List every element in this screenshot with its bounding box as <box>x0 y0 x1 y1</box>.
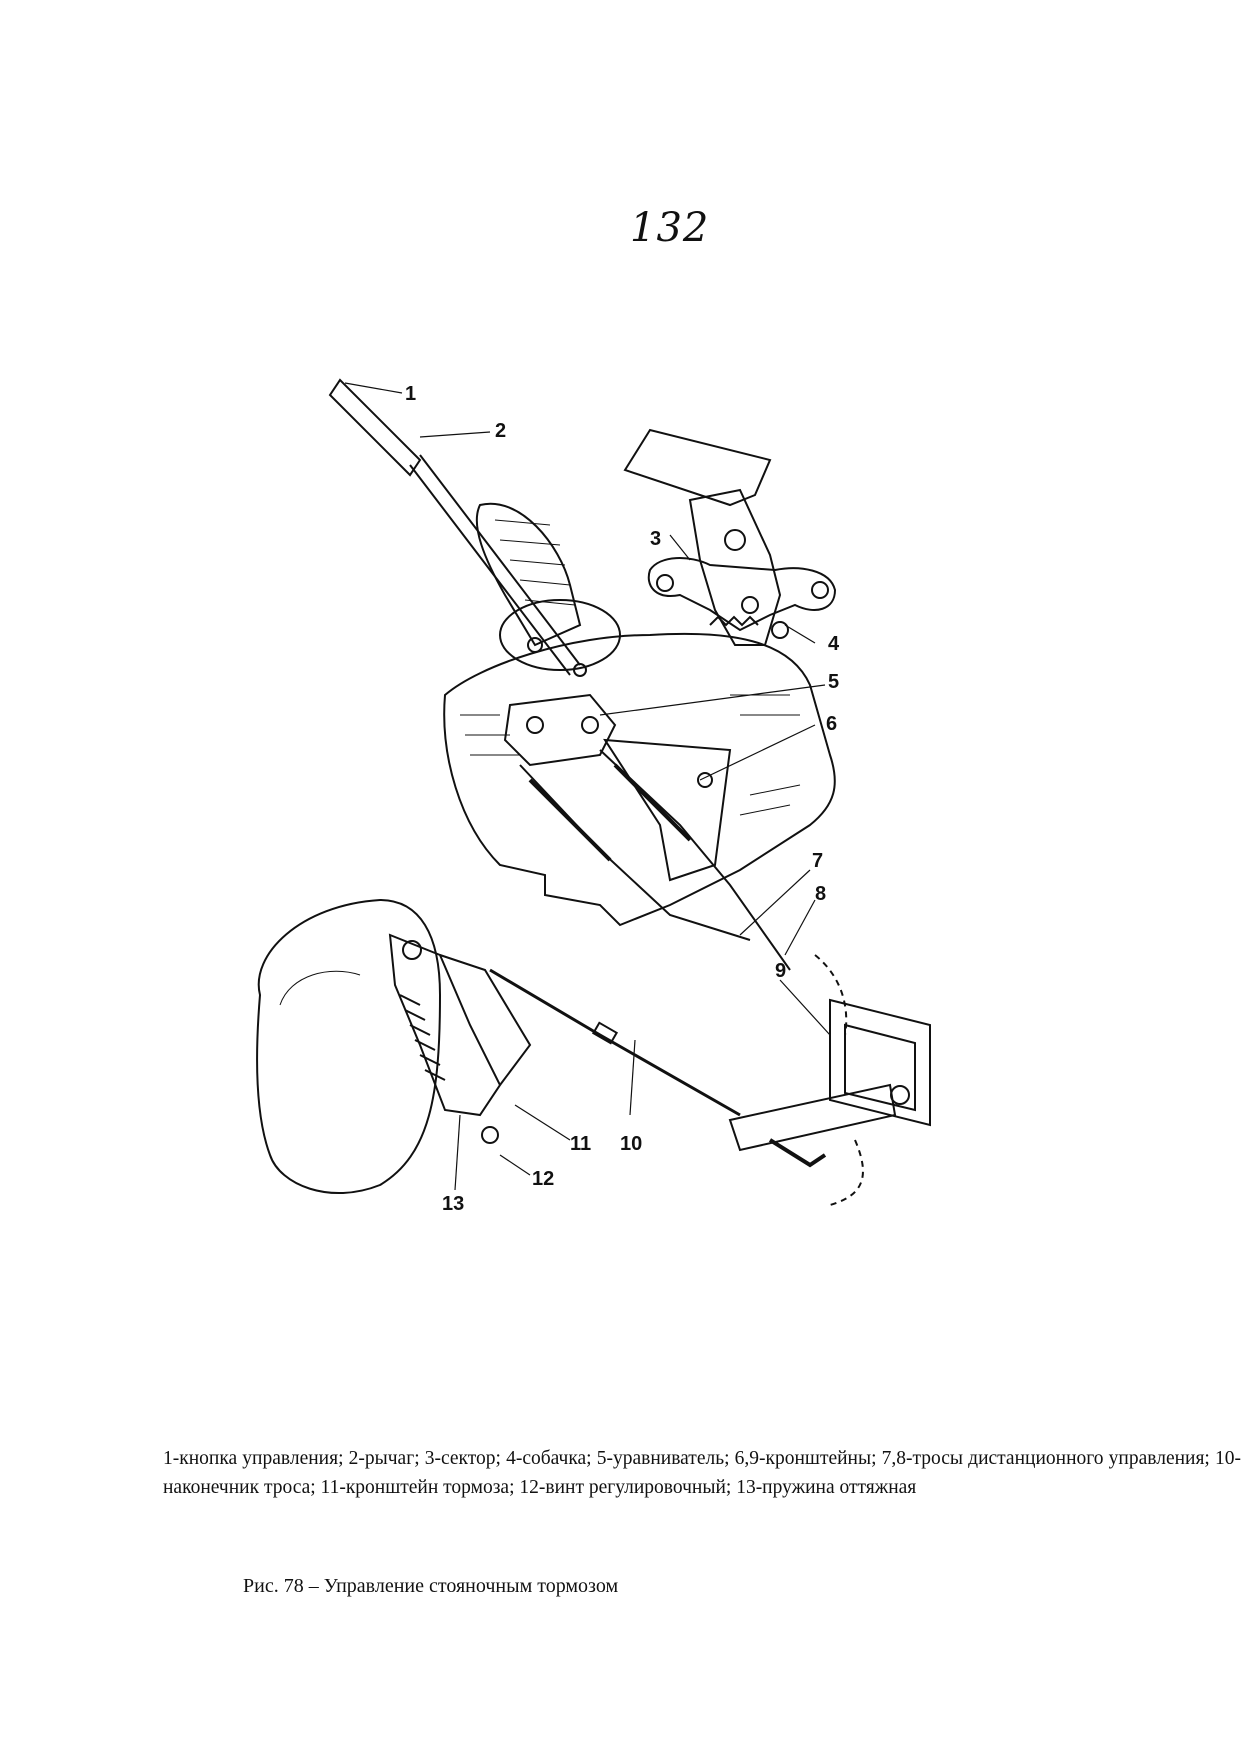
base-bolt-right <box>573 663 587 677</box>
page-number: 132 <box>630 205 710 251</box>
cable-7 <box>519 764 751 941</box>
bracket-9-inner <box>844 1023 916 1112</box>
equalizer-pin-right <box>581 716 599 734</box>
callout-labels: 1 2 3 4 5 6 7 8 9 10 11 12 13 <box>405 383 840 1215</box>
cable-8 <box>599 749 791 971</box>
pawl-pivot <box>741 596 759 614</box>
bracket-6-hole <box>697 772 713 788</box>
bracket-9-plate <box>829 998 931 1127</box>
leader-7 <box>739 869 811 936</box>
mount-plate <box>647 557 837 632</box>
base-bolt-left <box>527 637 543 653</box>
lever-grip <box>328 378 422 477</box>
callout-2: 2 <box>495 420 506 442</box>
pawl-hole <box>771 621 789 639</box>
bracket-pivot <box>402 940 422 960</box>
return-spring-13 <box>399 994 446 1081</box>
upper-bracket <box>623 428 772 507</box>
figure-legend: 1-кнопка управления; 2-рычаг; 3-сектор; … <box>163 1448 1241 1498</box>
callout-4: 4 <box>828 633 840 655</box>
drawing-lines <box>256 378 931 1206</box>
leader-5 <box>599 684 826 716</box>
leader-1 <box>344 382 403 394</box>
callout-1: 1 <box>405 383 416 405</box>
leader-13 <box>454 1114 461 1191</box>
callout-3: 3 <box>650 528 661 550</box>
floor-hatching <box>460 694 801 816</box>
equalizer <box>503 693 617 767</box>
leader-6 <box>699 724 816 781</box>
callout-13: 13 <box>442 1193 464 1215</box>
callout-12: 12 <box>532 1168 554 1190</box>
sector-plate <box>688 488 782 646</box>
boot-folds <box>494 519 576 606</box>
cable-sleeves <box>528 763 692 862</box>
leader-2 <box>419 431 491 438</box>
mount-hole-right <box>811 581 829 599</box>
bracket-9-arm <box>728 1083 897 1152</box>
adjusting-screw-12 <box>481 1126 499 1144</box>
callout-6: 6 <box>826 713 837 735</box>
cable-10 <box>489 968 741 1117</box>
equalizer-pin-left <box>526 716 544 734</box>
leader-3 <box>669 534 691 561</box>
callout-5: 5 <box>828 671 839 693</box>
diagram-drawing: 1 2 3 4 5 6 7 8 9 10 11 12 13 <box>256 378 931 1215</box>
brake-bracket-11 <box>388 933 502 1117</box>
leader-8 <box>784 899 816 956</box>
cable-route-dashed-lower <box>829 1139 864 1206</box>
parking-brake-diagram: 1 2 3 4 5 6 7 8 9 10 11 12 13 <box>256 378 970 1355</box>
bracket-6 <box>603 738 732 882</box>
callout-10: 10 <box>620 1133 642 1155</box>
sector-teeth <box>709 615 759 627</box>
leader-4 <box>784 624 816 644</box>
leader-10 <box>629 1039 636 1116</box>
callout-11: 11 <box>570 1133 591 1155</box>
leader-lines <box>344 382 831 1191</box>
leader-9 <box>779 979 831 1036</box>
bracket-9-bolt <box>890 1085 910 1105</box>
callout-9: 9 <box>775 960 786 982</box>
drum-contour <box>279 970 361 1006</box>
mount-hole-left <box>656 574 674 592</box>
leader-12 <box>499 1154 531 1176</box>
lever-shaft <box>409 454 581 676</box>
floor-panel <box>443 632 836 927</box>
callout-8: 8 <box>815 883 826 905</box>
adjuster-rod <box>768 1138 827 1168</box>
brake-bracket-side <box>439 954 532 1086</box>
brake-drum <box>256 898 442 1194</box>
callout-7: 7 <box>812 850 823 872</box>
lever-base <box>499 599 621 671</box>
leader-11 <box>514 1104 571 1141</box>
cable-10-ferrule <box>591 1021 619 1045</box>
sector-pivot <box>724 529 746 551</box>
figure-title: Рис. 78 – Управление стояночным тормозом <box>243 1575 619 1597</box>
